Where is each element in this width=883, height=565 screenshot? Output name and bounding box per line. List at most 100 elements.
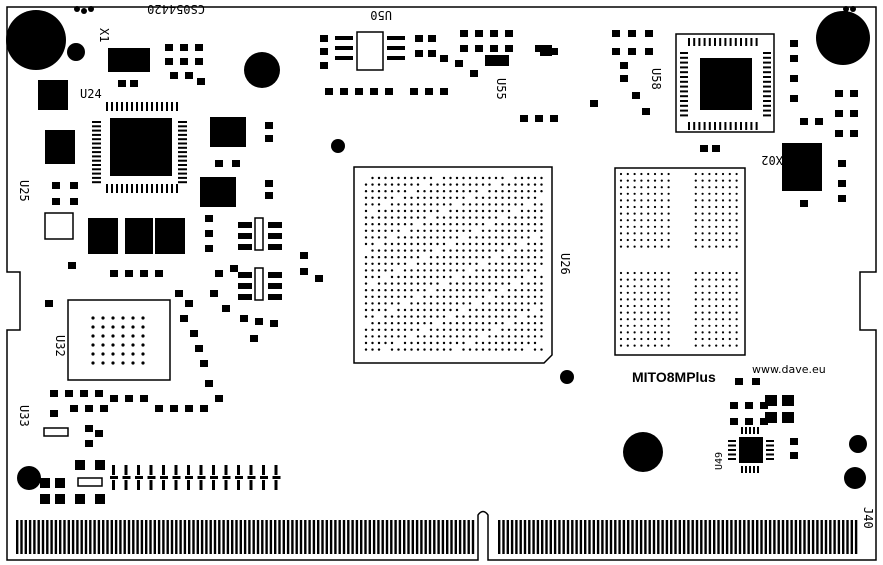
bga-ball: [520, 295, 524, 298]
edge-connector-finger: [773, 520, 776, 554]
bga-ball: [533, 269, 537, 272]
bga-ball: [520, 203, 524, 206]
bga-ball: [371, 249, 374, 252]
bga-ball: [715, 271, 718, 275]
smd-pad: [238, 233, 252, 239]
bga-ball: [442, 322, 446, 325]
bga-ball: [410, 341, 413, 345]
ic-pin: [708, 38, 711, 46]
bga-ball: [667, 311, 670, 314]
bga-ball: [371, 308, 374, 312]
ic-pin: [749, 466, 751, 473]
bga-ball: [527, 269, 530, 272]
bga-ball: [371, 328, 374, 331]
bga-ball: [403, 335, 407, 338]
bga-ball: [507, 308, 511, 312]
bga-ball: [647, 291, 650, 294]
bga-ball: [416, 335, 420, 338]
bga-ball: [619, 311, 623, 314]
bga-ball: [533, 328, 537, 331]
bga-ball: [416, 262, 420, 265]
bga-ball: [475, 269, 478, 272]
bga-ball: [364, 282, 368, 285]
bga-ball: [660, 205, 663, 209]
bga-ball: [640, 219, 643, 222]
edge-connector-finger: [437, 520, 440, 554]
bga-ball: [501, 229, 504, 232]
bga-ball: [468, 322, 472, 325]
bga-ball: [377, 282, 381, 285]
bga-ball: [721, 245, 725, 248]
ic-pin: [753, 427, 755, 434]
smd-pad: [790, 452, 798, 459]
edge-connector-finger: [781, 520, 785, 554]
bga-ball: [507, 302, 511, 305]
bga-ball: [390, 262, 394, 265]
bga-ball: [397, 302, 400, 305]
bga-ball: [626, 324, 629, 327]
smd-pad: [118, 80, 126, 87]
smd-pad: [470, 70, 478, 77]
bga-ball: [660, 232, 663, 235]
ic-outline: [356, 31, 384, 71]
smd-pad: [490, 30, 498, 37]
label-u49: U49: [714, 452, 725, 470]
bga-ball: [619, 318, 623, 321]
bga-ball: [390, 196, 394, 199]
bga-ball: [520, 341, 524, 345]
ic-body: [700, 58, 752, 110]
ic-pin: [146, 184, 148, 193]
bga-ball: [449, 249, 452, 252]
bga-ball: [728, 291, 731, 294]
edge-connector-finger: [102, 520, 105, 554]
bga-ball: [626, 291, 629, 294]
bga-ball: [390, 209, 394, 213]
smd-pad: [838, 160, 846, 167]
ic-pin: [171, 102, 173, 111]
edge-connector-finger: [536, 520, 540, 554]
bga-ball: [462, 269, 465, 272]
ic-pin: [178, 151, 187, 154]
bga-ball: [403, 341, 407, 345]
bga-ball: [455, 223, 459, 226]
bga-ball: [701, 278, 704, 281]
mounting-hole: [623, 432, 663, 472]
bga-ball: [384, 262, 387, 265]
bga-ball: [468, 308, 472, 312]
bga-ball: [442, 308, 446, 312]
ic-pin: [178, 138, 187, 141]
ic-pin: [745, 466, 747, 473]
bga-ball: [715, 331, 718, 334]
smd-pad: [645, 48, 653, 55]
pad: [387, 36, 405, 40]
bga-ball: [694, 199, 697, 202]
bga-ball: [660, 324, 663, 327]
bga-ball: [397, 308, 400, 312]
bga-ball: [410, 256, 413, 259]
bga-ball: [507, 190, 511, 193]
bga-ball: [371, 322, 374, 325]
bga-ball: [423, 262, 426, 265]
label-u58: U58: [649, 68, 663, 90]
ball: [131, 352, 135, 356]
ball: [111, 325, 115, 329]
bga-ball: [619, 278, 623, 281]
edge-connector-finger: [114, 520, 118, 554]
bga-ball: [442, 269, 446, 272]
edge-connector-finger: [592, 520, 595, 554]
ball: [141, 325, 145, 329]
bga-ball: [653, 285, 657, 288]
bga-ball: [410, 322, 413, 325]
bga-ball: [533, 183, 537, 186]
smd-pad: [197, 78, 205, 85]
bga-ball: [701, 298, 704, 301]
bga-ball: [540, 209, 543, 213]
mounting-hole: [816, 11, 870, 65]
edge-connector-finger: [381, 520, 384, 554]
smd-pad: [125, 270, 133, 277]
bga-ball: [708, 179, 711, 182]
bga-ball: [619, 337, 623, 341]
bga-ball: [397, 315, 400, 318]
bga-ball: [640, 186, 643, 189]
smd-pad: [385, 88, 393, 95]
